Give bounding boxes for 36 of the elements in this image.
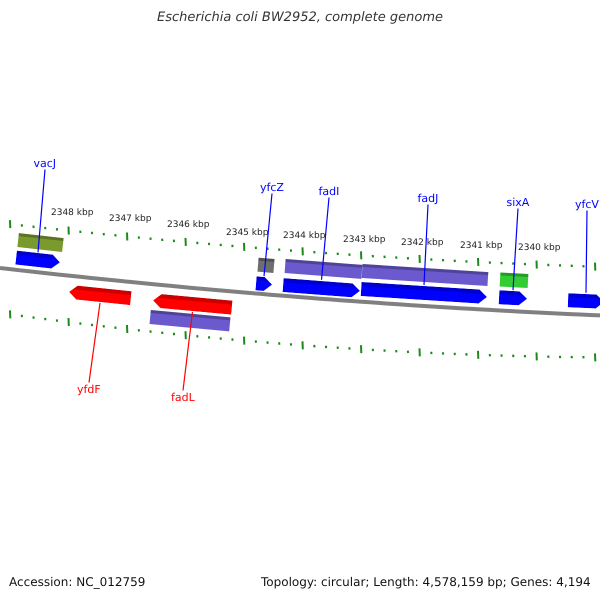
scale-label: 2348 kbp	[51, 208, 94, 218]
gene-label: yfcZ	[260, 182, 284, 192]
gene-feature	[498, 290, 528, 306]
leader-line	[263, 193, 273, 276]
gene-label: fadL	[171, 392, 195, 402]
leader-line	[320, 197, 330, 280]
scale-label: 2341 kbp	[460, 242, 502, 250]
gene-feature	[282, 278, 360, 298]
gene-label: fadJ	[418, 192, 438, 204]
gene-label: fadI	[318, 186, 340, 196]
leader-line	[88, 302, 101, 383]
leader-line	[423, 204, 429, 285]
scale-label: 2343 kbp	[343, 236, 386, 244]
leader-line	[37, 169, 46, 252]
scale-label: 2342 kbp	[401, 238, 444, 248]
leader-line	[585, 210, 588, 293]
footer-text: Accession: NC_012759	[9, 576, 146, 588]
title: Escherichia coli BW2952, complete genome	[156, 11, 444, 24]
scale-label: 2345 kbp	[226, 228, 268, 238]
scale-label: 2344 kbp	[283, 232, 326, 240]
gene-label: vacJ	[34, 158, 56, 168]
scale-label: 2346 kbp	[167, 220, 210, 230]
scale-label: 2347 kbp	[109, 214, 152, 224]
footer-text: Topology: circular; Length: 4,578,159 bp; Genes: 4,194	[261, 576, 591, 588]
gene-feature	[152, 293, 232, 314]
leader-line	[182, 312, 194, 391]
leader-line	[512, 208, 519, 290]
gene-feature	[255, 276, 273, 292]
gene-label: yfcV	[575, 198, 599, 210]
gene-label: yfdF	[77, 384, 101, 394]
gene-label: sixA	[506, 196, 530, 208]
gene-feature	[568, 292, 600, 309]
gene-feature	[68, 284, 132, 306]
scale-label: 2340 kbp	[518, 244, 560, 252]
gene-feature	[15, 250, 61, 270]
gene-feature	[360, 282, 488, 304]
